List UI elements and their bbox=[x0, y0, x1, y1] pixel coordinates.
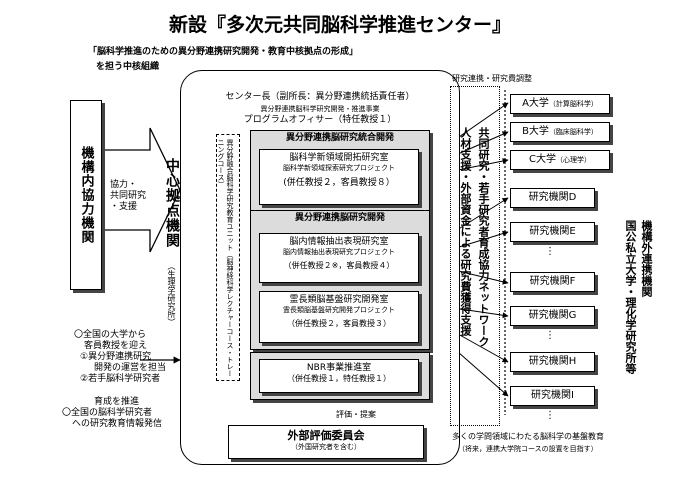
note-line: 〇全国の脳科学研究者 bbox=[62, 408, 153, 418]
lab1-box: 脳科学新領域開拓研究室 脳科学新領域探索研究プロジェクト (併任教授２，客員教授… bbox=[259, 149, 419, 205]
side-label-1: 機構外連携機関 bbox=[640, 220, 653, 297]
lab2-sub: 脳内情報抽出表現研究プロジェクト bbox=[283, 248, 395, 256]
lab2-title: 脳内情報抽出表現研究室 bbox=[289, 237, 389, 247]
org-e-box: 研究機関E bbox=[510, 222, 595, 242]
org-e-label: 研究機関E bbox=[529, 226, 576, 237]
nbr-group: NBR事業推進室 （併任教授１，特任教授１） bbox=[250, 352, 430, 400]
lab3-sub: 霊長類脳基盤研究開発プロジェクト bbox=[283, 306, 395, 314]
support-text: 協力・ 共同研究 ・支援 bbox=[110, 180, 154, 213]
org-h-box: 研究機関H bbox=[510, 352, 595, 372]
bottom-note-2: （将来，連携大学院コースの設置を目指す） bbox=[458, 445, 598, 453]
org-g-box: 研究機関G bbox=[510, 306, 595, 326]
lab2-staff: （併任教授２※，客員教授４） bbox=[283, 261, 395, 270]
internal-org-label: 機構内協力機関 bbox=[78, 146, 94, 244]
integrated-label: 異分野連携脳研究統合開発 bbox=[285, 133, 394, 143]
lab2-box: 脳内情報抽出表現研究室 脳内情報抽出表現研究プロジェクト （併任教授２※，客員教… bbox=[259, 233, 419, 283]
subtitle-line2: を担う中核組織 bbox=[96, 62, 160, 72]
subtitle-line1: 「脳科学推進のための異分野連携研究開発・教育中核拠点の形成」 bbox=[88, 47, 359, 57]
lab1-title: 脳科学新領域開拓研究室 bbox=[289, 153, 389, 163]
director-sub: 異分野連携脳科学研究開発・推進事業 bbox=[260, 105, 380, 113]
note-line: ①異分野連携研究 bbox=[80, 352, 152, 362]
note-line: 客員教授を迎え bbox=[84, 341, 148, 351]
dots: ⋮ bbox=[545, 246, 555, 257]
education-unit-box: 異分野融合脳科学研究教育ユニット（脳神経科学レクチャーコース・トレーニングコース… bbox=[216, 134, 240, 381]
network-box: 共同研究・若手研究者育成協力ネットワーク 人材支援・外部資金による研究費獲得支援 bbox=[450, 86, 500, 426]
committee-box: 外部評価委員会 （外国研究者を含む） bbox=[228, 425, 424, 459]
org-f-box: 研究機関F bbox=[510, 272, 595, 292]
lab1-staff: (併任教授２，客員教授８） bbox=[283, 178, 395, 188]
dev-label: 異分野連携脳研究開発 bbox=[294, 213, 385, 223]
org-i-label: 研究機関I bbox=[531, 390, 574, 401]
univ-b-name: B大学 bbox=[522, 126, 549, 137]
note-line: ②若手脳科学研究者 bbox=[80, 374, 161, 384]
note-line: 〇全国の大学から bbox=[74, 330, 147, 340]
nbr-staff: （併任教授１，特任教授１） bbox=[287, 374, 391, 383]
org-f-label: 研究機関F bbox=[529, 276, 576, 287]
network-col2: 人材支援・外部資金による研究費獲得支援 bbox=[459, 127, 472, 336]
nbr-title: NBR事業推進室 bbox=[306, 363, 372, 373]
univ-b-box: B大学（臨床脳科学） bbox=[510, 122, 610, 142]
dev-group: 異分野連携脳研究開発 脳内情報抽出表現研究室 脳内情報抽出表現研究プロジェクト … bbox=[250, 210, 430, 350]
dots: ⋮ bbox=[545, 410, 555, 421]
note-line: への研究教育情報発信 bbox=[72, 419, 163, 429]
lab3-staff: （併任教授２，客員教授３） bbox=[287, 319, 391, 328]
lab1-sub: 脳科学新領域探索研究プロジェクト bbox=[283, 164, 395, 172]
education-unit-label: 異分野融合脳科学研究教育ユニット（脳神経科学レクチャーコース・トレーニングコース… bbox=[217, 139, 234, 377]
dots: ⋮ bbox=[545, 330, 555, 341]
committee-sub: （外国研究者を含む） bbox=[291, 443, 361, 451]
univ-c-sub: （心理学） bbox=[555, 155, 591, 164]
committee-title: 外部評価委員会 bbox=[287, 429, 365, 442]
program-officer: プログラムオフィサー（特任教授１） bbox=[243, 115, 397, 125]
support-line: ・支援 bbox=[110, 202, 138, 212]
lab3-title: 霊長類脳基盤研究開発室 bbox=[289, 295, 389, 305]
org-d-label: 研究機関D bbox=[528, 192, 577, 203]
notes: 〇全国の大学から 客員教授を迎え ①異分野連携研究 開発の運営を担当 ②若手脳科… bbox=[62, 330, 202, 430]
univ-a-name: A大学 bbox=[522, 98, 549, 109]
hub-label: 中心拠点機関 bbox=[164, 158, 180, 248]
note-line: 育成を推進 bbox=[94, 397, 140, 407]
page-title: 新設『多次元共同脳科学推進センター』 bbox=[168, 13, 511, 36]
nbr-box: NBR事業推進室 （併任教授１，特任教授１） bbox=[259, 359, 419, 393]
univ-b-sub: （臨床脳科学） bbox=[548, 127, 598, 136]
eval-label: 評価・提案 bbox=[336, 410, 376, 419]
director: センター長（副所長：異分野連携統括責任者） bbox=[225, 92, 415, 102]
integrated-group: 異分野連携脳研究統合開発 脳科学新領域開拓研究室 脳科学新領域探索研究プロジェク… bbox=[250, 130, 430, 212]
univ-a-box: A大学（計算脳科学） bbox=[510, 94, 610, 114]
univ-c-box: C大学（心理学） bbox=[510, 150, 610, 170]
hub-arrow-shape bbox=[97, 127, 181, 253]
internal-org-box: 機構内協力機関 bbox=[70, 100, 102, 290]
lab3-box: 霊長類脳基盤研究開発室 霊長類脳基盤研究開発プロジェクト （併任教授２，客員教授… bbox=[259, 291, 419, 343]
org-d-box: 研究機関D bbox=[510, 188, 595, 208]
org-i-box: 研究機関I bbox=[510, 386, 595, 406]
univ-a-sub: （計算脳科学） bbox=[548, 99, 598, 108]
univ-c-name: C大学 bbox=[529, 154, 556, 165]
support-line: 共同研究 bbox=[110, 191, 147, 201]
network-col1: 共同研究・若手研究者育成協力ネットワーク bbox=[477, 127, 490, 347]
note-line: 開発の運営を担当 bbox=[94, 363, 167, 373]
org-g-label: 研究機関G bbox=[528, 310, 577, 321]
coord-label: 研究連携・研究費調整 bbox=[452, 74, 532, 83]
support-line: 協力・ bbox=[110, 180, 138, 190]
org-h-label: 研究機関H bbox=[528, 356, 577, 367]
side-label-2: 国公私立大学・理化学研究所等 bbox=[624, 220, 637, 374]
bottom-note-1: 多くの学問領域にわたる脳科学の基盤教育 bbox=[452, 432, 604, 441]
hub-sublabel: （生理学研究所） bbox=[167, 262, 176, 326]
